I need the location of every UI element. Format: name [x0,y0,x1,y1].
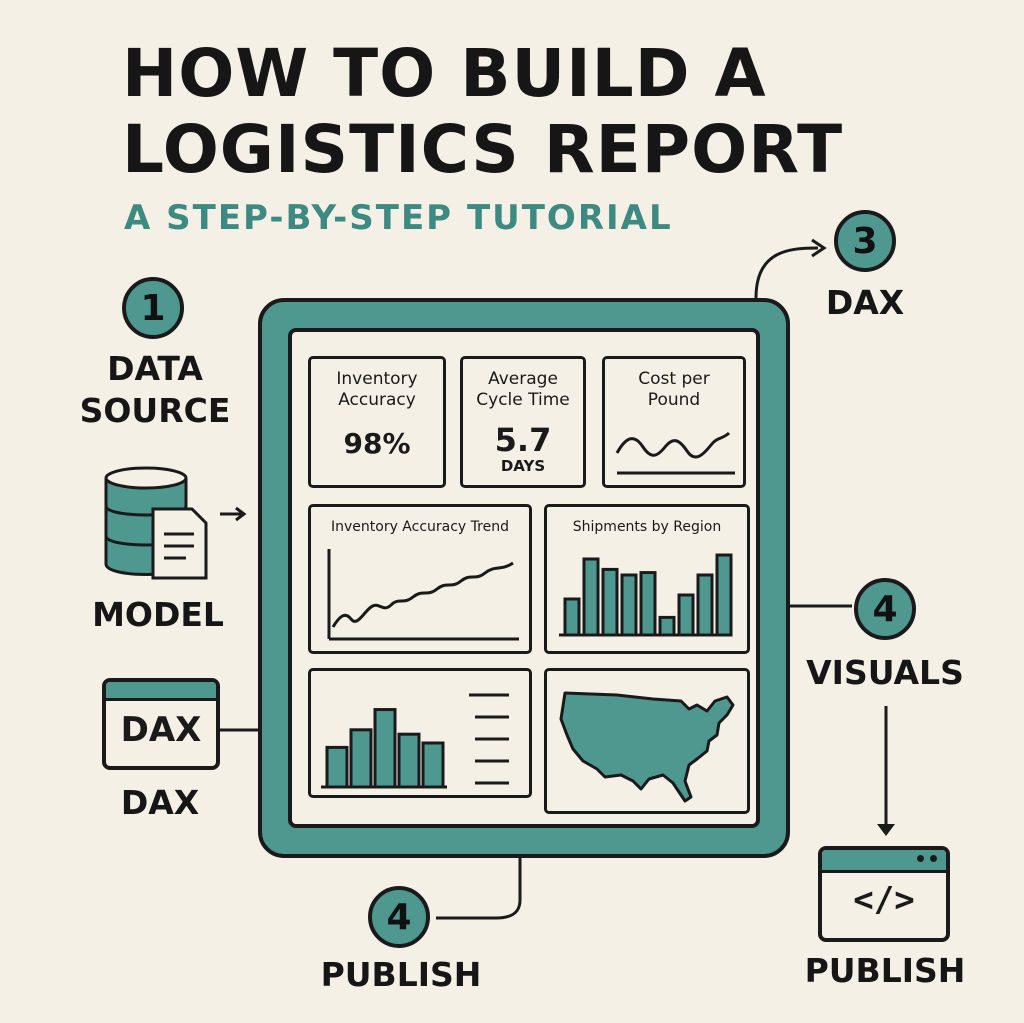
document-icon [151,507,208,580]
chart-bar [696,573,714,637]
kpi-card-inventory-accuracy: Inventory Accuracy 98% [308,356,446,488]
legend-lines-icon [469,693,509,785]
chart-bar [421,741,445,789]
chart-bar [677,593,695,637]
chart-bar [349,728,373,789]
dashboard-canvas: Inventory Accuracy 98% Average Cycle Tim… [288,328,760,828]
publish-right-label: PUBLISH [804,951,966,990]
data-source-line-2: SOURCE [79,391,231,430]
step-4-visuals-badge: 4 [854,578,916,640]
kpi-title-line: Cost per [638,369,710,389]
kpi-title: Cost per Pound [605,369,743,411]
step-3-badge: 3 [834,210,896,272]
chart-bar [563,597,581,637]
kpi-value: 98% [343,427,411,460]
chart-bar [582,557,600,637]
dashboard-frame: Inventory Accuracy 98% Average Cycle Tim… [258,298,790,858]
kpi-title: Average Cycle Time [463,369,583,411]
map-card [544,668,750,814]
chart-bar [325,745,349,789]
kpi-title-line: Average [488,369,558,389]
model-label: MODEL [92,595,224,634]
region-chart-card: Shipments by Region [544,504,750,654]
chart-bar [373,708,397,789]
chart-bar [715,553,733,637]
dax-window-titlebar [106,682,216,701]
kpi-title: Inventory Accuracy [311,369,443,411]
dax-window-text: DAX [120,710,202,750]
kpi-title-line: Inventory [336,369,418,389]
dax-top-label: DAX [825,283,905,322]
dax-left-label: DAX [120,783,200,822]
page-subtitle: A STEP-BY-STEP TUTORIAL [124,198,673,238]
chart-bar [620,573,638,637]
step-1-badge: 1 [122,277,184,339]
trend-chart-card: Inventory Accuracy Trend [308,504,532,654]
us-map-icon [559,691,735,803]
kpi-title-line: Cycle Time [476,390,570,410]
visuals-label: VISUALS [806,653,964,692]
region-chart-title: Shipments by Region [572,519,722,535]
kpi-value: 5.7 [494,421,552,459]
kpi-title-line: Accuracy [338,390,416,410]
window-dot-icon [917,855,924,862]
data-source-line-1: DATA [107,349,203,388]
kpi-card-average-cycle-time: Average Cycle Time 5.7 DAYS [460,356,586,488]
page-title: HOW TO BUILD A LOGISTICS REPORT [122,36,843,188]
kpi-unit: DAYS [500,457,546,475]
title-line-1: HOW TO BUILD A [122,35,767,112]
code-icon-text: </> [853,880,915,920]
step-4-publish-badge: 4 [368,886,430,948]
trend-chart-title: Inventory Accuracy Trend [330,519,509,535]
chart-bar [639,571,657,637]
window-dot-icon [930,855,937,862]
bar-chart-card [308,668,532,798]
chart-bar [658,615,676,637]
chart-bar [397,732,421,789]
kpi-title-line: Pound [647,390,701,410]
bar-chart [321,708,447,789]
code-window-icon: </> [818,846,950,942]
dax-window-icon: DAX [102,678,220,770]
region-bar-chart [559,553,733,637]
title-line-2: LOGISTICS REPORT [122,111,844,188]
sparkline-icon [615,431,735,475]
data-source-label: DATA SOURCE [74,348,236,432]
kpi-card-cost-per-pound: Cost per Pound [602,356,746,488]
trend-line-chart [327,549,519,641]
publish-bottom-label: PUBLISH [320,955,482,994]
chart-bar [601,567,619,637]
code-window-titlebar [822,850,946,873]
